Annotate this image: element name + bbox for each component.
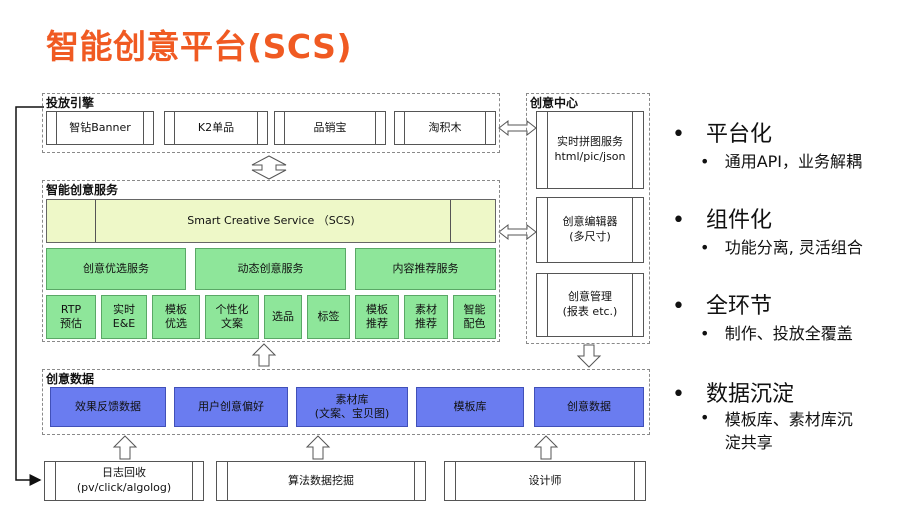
arrow-designer-to-data xyxy=(533,435,559,460)
service-mid-dynamic: 动态创意服务 xyxy=(195,248,346,290)
service-group xyxy=(42,180,500,342)
source-logs: 日志回收 (pv/click/algolog) xyxy=(44,461,204,501)
launch-engine-item-k2: K2单品 xyxy=(164,111,268,145)
arrow-logs-to-data xyxy=(112,435,138,460)
launch-engine-label: 投放引擎 xyxy=(46,96,95,110)
bullet-component-sub: • 功能分离, 灵活组合 xyxy=(700,238,863,257)
service-small-ee: 实时 E&E xyxy=(101,295,147,339)
creative-data-group xyxy=(42,369,650,435)
service-mid-content: 内容推荐服务 xyxy=(355,248,496,290)
service-label: 智能创意服务 xyxy=(46,183,119,197)
service-small-rtp: RTP 预估 xyxy=(46,295,96,339)
creative-center-editor: 创意编辑器 (多尺寸) xyxy=(536,197,644,263)
creative-data-label: 创意数据 xyxy=(46,372,95,386)
service-small-tag: 标签 xyxy=(307,295,350,339)
creative-center-realtime: 实时拼图服务 html/pic/json xyxy=(536,111,644,189)
data-feedback: 效果反馈数据 xyxy=(50,387,166,427)
bullet-platform-sub: • 通用API，业务解耦 xyxy=(700,152,863,171)
bullet-component: • 组件化 xyxy=(672,208,772,233)
bullet-full-chain: • 全环节 xyxy=(672,294,772,319)
data-user-preference: 用户创意偏好 xyxy=(174,387,288,427)
data-creative: 创意数据 xyxy=(534,387,644,427)
launch-engine-item-taojimu: 淘积木 xyxy=(394,111,496,145)
double-arrow-engine-service xyxy=(251,155,287,180)
service-small-selection: 选品 xyxy=(264,295,302,339)
arrow-data-to-service xyxy=(251,343,277,367)
creative-center-management: 创意管理 (报表 etc.) xyxy=(536,273,644,337)
bullet-platform: • 平台化 xyxy=(672,122,772,147)
data-template-library: 模板库 xyxy=(416,387,524,427)
bullet-data-sub: • 模板库、素材库沉 淀共享 xyxy=(700,408,853,453)
arrow-algo-to-data xyxy=(305,435,331,460)
service-mid-optimization: 创意优选服务 xyxy=(46,248,186,290)
feedback-loop-line xyxy=(15,106,44,486)
service-small-color: 智能 配色 xyxy=(453,295,496,339)
data-material-library: 素材库 (文案、宝贝图) xyxy=(296,387,408,427)
bullet-data: • 数据沉淀 xyxy=(672,382,794,407)
launch-engine-item-zhizuan: 智钻Banner xyxy=(46,111,154,145)
service-small-copy: 个性化 文案 xyxy=(205,295,259,339)
creative-center-label: 创意中心 xyxy=(530,96,579,110)
scs-box: Smart Creative Service （SCS) xyxy=(46,199,496,243)
service-small-template-rec: 模板 推荐 xyxy=(355,295,399,339)
bullet-full-chain-sub: • 制作、投放全覆盖 xyxy=(700,324,853,343)
source-designer: 设计师 xyxy=(444,461,646,501)
service-small-material-rec: 素材 推荐 xyxy=(404,295,448,339)
launch-engine-item-pinxiaobao: 品销宝 xyxy=(274,111,386,145)
source-algorithm: 算法数据挖掘 xyxy=(216,461,426,501)
service-small-template-opt: 模板 优选 xyxy=(152,295,200,339)
launch-engine-group xyxy=(42,93,500,153)
page-title: 智能创意平台(SCS) xyxy=(46,27,353,66)
creative-center-group xyxy=(526,93,650,344)
arrow-center-to-data xyxy=(576,344,602,368)
